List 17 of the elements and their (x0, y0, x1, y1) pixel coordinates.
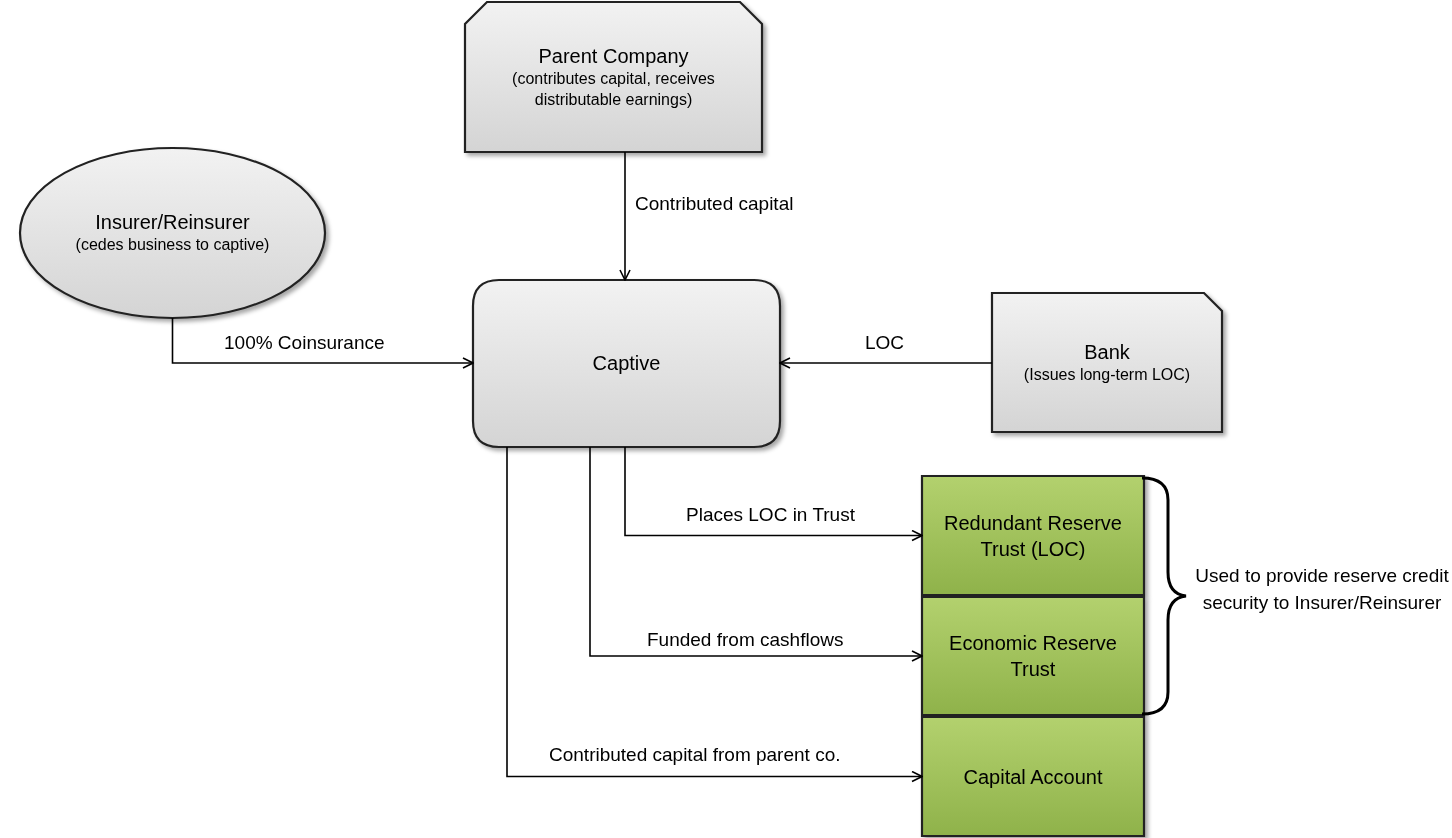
node-title: Bank (1084, 339, 1130, 365)
node-description: (contributes capital, receives distributable earnings) (511, 68, 716, 110)
node-title: Parent Company (538, 43, 689, 69)
node-title: Redundant Reserve Trust (LOC) (943, 510, 1123, 562)
arrow (619, 151, 631, 281)
node-title: Captive (592, 351, 661, 376)
node-title: Insurer/Reinsurer (95, 210, 250, 236)
node-title: Economic Reserve Trust (948, 631, 1118, 682)
arrow (171, 317, 474, 369)
arrow (589, 446, 923, 662)
node-description: (Issues long-term LOC) (1023, 364, 1191, 385)
node-title: Capital Account (963, 764, 1103, 790)
node-description: (cedes business to captive) (75, 235, 270, 256)
arrow (624, 446, 923, 542)
arrow (506, 446, 923, 783)
note-text: Used to provide reserve credit security to Insurer/Reinsurer (1194, 564, 1450, 615)
arrow (779, 357, 993, 369)
